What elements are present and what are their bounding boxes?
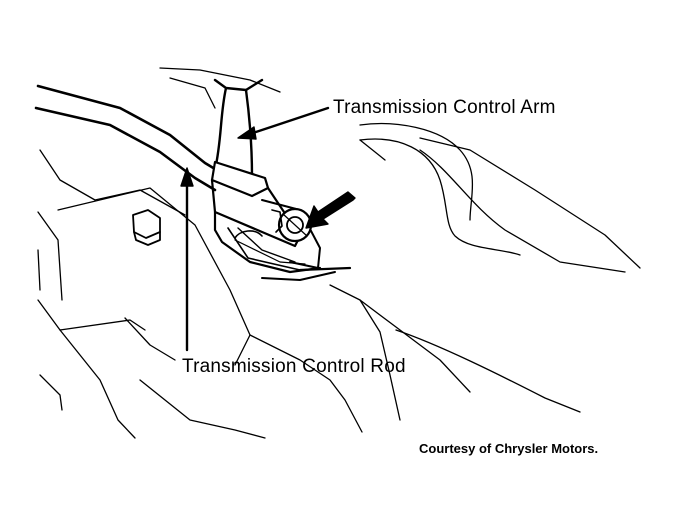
background-outlines [37,67,641,439]
adjusting-bolt-icon [271,207,313,243]
hex-nut-icon [132,209,161,246]
label-transmission-control-rod: Transmission Control Rod [182,356,406,377]
image-credit: Courtesy of Chrysler Motors. [419,441,599,456]
label-transmission-control-arm: Transmission Control Arm [333,97,556,118]
arm-leader-line [237,106,330,140]
rod-leader-line [180,167,194,352]
control-arm [213,78,264,178]
attention-arrow-icon [305,191,356,229]
control-rod [34,84,227,192]
adjuster-bracket [210,160,352,281]
